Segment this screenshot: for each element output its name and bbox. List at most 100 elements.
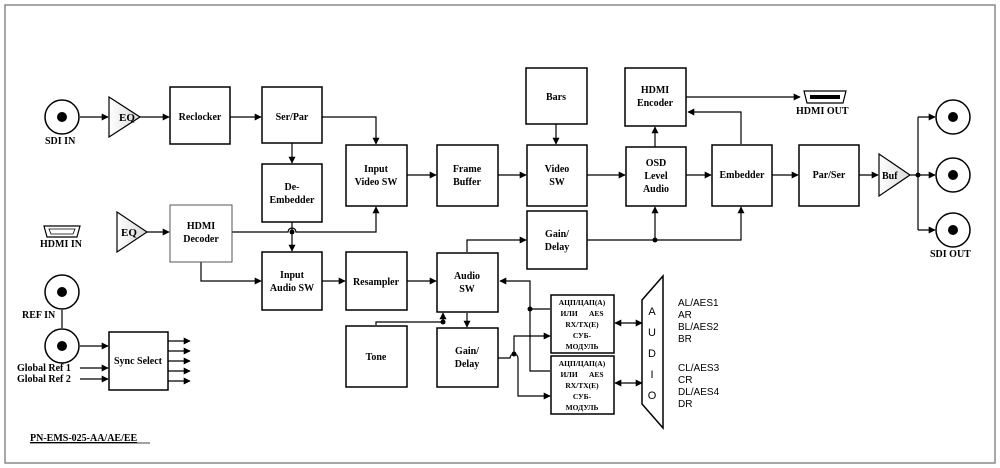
reclocker-block xyxy=(169,86,231,145)
channel-dr: DR xyxy=(678,399,692,410)
audio-mux-block xyxy=(641,274,664,430)
eq-sdi-block: EQ xyxy=(108,95,142,139)
channel-ar: AR xyxy=(678,310,692,321)
resampler-block xyxy=(345,251,408,311)
global-ref-1-label: Global Ref 1 xyxy=(17,363,71,374)
input-audio-sw-block xyxy=(261,251,323,311)
audio-mux-letter-d: D xyxy=(648,348,656,360)
sdi-out-1-connector-icon xyxy=(935,99,971,135)
channel-cr: CR xyxy=(678,375,692,386)
codec-1-label-3: RX/TX(E) xyxy=(565,320,599,329)
codec-2-label-5: МОДУЛЬ xyxy=(566,403,599,412)
sync-select-block xyxy=(108,331,169,391)
channel-al-aes1: AL/AES1 xyxy=(678,298,719,309)
channel-dl-aes4: DL/AES4 xyxy=(678,387,720,398)
buf-block: Buf xyxy=(878,152,912,198)
embedder-block xyxy=(711,144,773,207)
ser-par-label: Ser/Par xyxy=(276,112,309,123)
sdi-in-connector-icon xyxy=(44,99,80,135)
de-embedder-label-2: Embedder xyxy=(270,195,316,206)
input-video-sw-label-1: Input xyxy=(364,164,389,175)
hdmi-encoder-block xyxy=(624,67,687,127)
hdmi-encoder-label-2: Encoder xyxy=(637,98,674,109)
hdmi-decoder-label-2: Decoder xyxy=(183,234,219,245)
bars-block xyxy=(525,67,588,125)
frame-buffer-block xyxy=(436,144,499,207)
audio-mux-letter-o: O xyxy=(648,390,657,402)
hdmi-out-label: HDMI OUT xyxy=(796,106,849,117)
hdmi-decoder-block xyxy=(169,204,233,263)
eq-hdmi-label: EQ xyxy=(121,227,137,239)
gain-delay-top-block xyxy=(526,210,588,270)
de-embedder-label-1: De- xyxy=(285,182,300,193)
hdmi-encoder-label-1: HDMI xyxy=(641,85,669,96)
embedder-label: Embedder xyxy=(720,170,766,181)
eq-hdmi-block: EQ xyxy=(116,210,149,254)
hdmi-in-connector-icon xyxy=(43,225,81,238)
codec-1-label-5: МОДУЛЬ xyxy=(566,342,599,351)
ref-in-label: REF IN xyxy=(22,310,56,321)
signal-wires xyxy=(61,93,936,400)
ser-par-block xyxy=(261,86,323,144)
codec-2-label-3: RX/TX(E) xyxy=(565,381,599,390)
diagram-frame xyxy=(4,4,996,464)
sync-select-label: Sync Select xyxy=(114,356,163,367)
sdi-out-label: SDI OUT xyxy=(930,249,971,260)
audio-mux-letter-u: U xyxy=(648,327,656,339)
hdmi-in-label: HDMI IN xyxy=(40,239,83,250)
audio-sw-label-1: Audio xyxy=(454,271,480,282)
resampler-label: Resampler xyxy=(353,277,400,288)
codec-1-label-1: АЦП/ЦАП(А) xyxy=(559,298,606,307)
codec-1-block xyxy=(550,294,615,354)
audio-sw-label-2: SW xyxy=(459,284,475,295)
input-video-sw-label-2: Video SW xyxy=(355,177,398,188)
video-sw-block xyxy=(526,144,588,207)
ref-in-connector-icon xyxy=(44,274,80,310)
reclocker-label: Reclocker xyxy=(179,112,222,123)
osd-label-1: OSD xyxy=(646,158,667,169)
frame-buffer-label-2: Buffer xyxy=(453,177,481,188)
codec-2-label-1: АЦП/ЦАП(А) xyxy=(559,359,606,368)
eq-sdi-label: EQ xyxy=(119,112,135,124)
par-ser-label: Par/Ser xyxy=(813,170,846,181)
sdi-out-3-connector-icon xyxy=(935,212,971,248)
codec-2-block xyxy=(550,355,615,415)
codec-1-label-2: ИЛИ AES xyxy=(560,309,603,318)
buf-label: Buf xyxy=(882,171,898,182)
hdmi-out-connector-icon xyxy=(803,90,847,104)
codec-2-label-4: СУБ- xyxy=(573,392,592,401)
input-video-sw-block xyxy=(345,144,408,207)
codec-2-label-2: ИЛИ AES xyxy=(560,370,603,379)
sdi-in-label: SDI IN xyxy=(45,136,76,147)
channel-bl-aes2: BL/AES2 xyxy=(678,322,719,333)
osd-label-3: Audio xyxy=(643,184,669,195)
osd-label-2: Level xyxy=(644,171,668,182)
gain-delay-bottom-block xyxy=(436,327,499,388)
tone-block xyxy=(345,325,408,388)
audio-mux-letter-a: A xyxy=(648,306,656,318)
audio-mux-letter-i: I xyxy=(650,369,653,381)
sdi-out-2-connector-icon xyxy=(935,157,971,193)
gain-delay-top-label-1: Gain/ xyxy=(545,229,569,240)
input-audio-sw-label-2: Audio SW xyxy=(270,283,314,294)
model-number-label: PN-EMS-025-AA/AE/EE xyxy=(30,433,138,444)
gain-delay-bottom-label-2: Delay xyxy=(455,359,479,370)
input-audio-sw-label-1: Input xyxy=(280,270,305,281)
hdmi-decoder-label-1: HDMI xyxy=(187,221,215,232)
tone-label: Tone xyxy=(366,352,387,363)
codec-1-label-4: СУБ- xyxy=(573,331,592,340)
de-embedder-block xyxy=(261,163,323,223)
gain-delay-top-label-2: Delay xyxy=(545,242,569,253)
global-ref-2-label: Global Ref 2 xyxy=(17,374,71,385)
frame-buffer-label-1: Frame xyxy=(453,164,482,175)
par-ser-block xyxy=(798,144,860,207)
osd-level-audio-block xyxy=(625,146,687,207)
bars-label: Bars xyxy=(546,92,566,103)
video-sw-label-2: SW xyxy=(549,177,565,188)
channel-br: BR xyxy=(678,334,692,345)
junction-dots xyxy=(289,172,921,357)
ref-loop-connector-icon xyxy=(44,328,80,364)
gain-delay-bottom-label-1: Gain/ xyxy=(455,346,479,357)
channel-cl-aes3: CL/AES3 xyxy=(678,363,720,374)
